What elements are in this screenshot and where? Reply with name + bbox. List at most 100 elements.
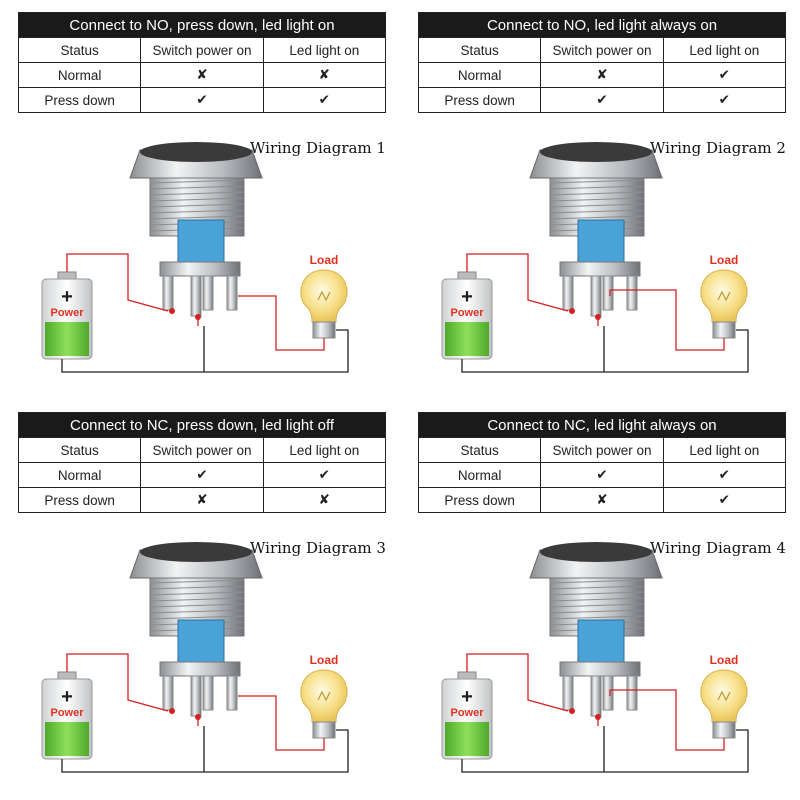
switch-button-cap	[540, 542, 652, 562]
battery-charge	[45, 722, 89, 756]
row-status: Press down	[417, 87, 542, 113]
panel-3: Connect to NC, press down, led light off…	[0, 400, 400, 800]
battery-label: Power	[50, 307, 84, 319]
thread-line	[149, 197, 245, 202]
bulb-filament	[317, 690, 331, 702]
wire-battery-positive	[66, 253, 169, 312]
push-button-switch	[129, 542, 263, 720]
col-led-header: Led light on	[662, 437, 787, 463]
status-table: Connect to NC, led light always on Statu…	[417, 412, 787, 513]
terminal-pin	[226, 675, 238, 711]
terminal-pin	[226, 275, 238, 311]
terminal-pin	[162, 275, 174, 311]
switch-button-cap	[140, 142, 252, 162]
led-mark: ✘	[262, 62, 387, 88]
terminal-pin	[190, 275, 202, 317]
wire-battery-positive	[466, 253, 569, 312]
wire-battery-negative	[461, 326, 605, 373]
terminal-pin	[202, 275, 214, 311]
terminal-pin	[562, 675, 574, 711]
battery-charge	[45, 322, 89, 356]
thread-line	[549, 579, 645, 584]
panel-1: Connect to NO, press down, led light on …	[0, 0, 400, 400]
bulb-base	[712, 321, 736, 339]
terminal-pin	[626, 275, 638, 311]
battery-label: Power	[450, 307, 484, 319]
thread-line	[149, 591, 245, 596]
status-table: Connect to NO, led light always on Statu…	[417, 12, 787, 113]
thread-line	[149, 603, 245, 608]
load-label: Load	[310, 653, 339, 667]
thread-line	[149, 615, 245, 620]
terminal-pin	[590, 275, 602, 317]
load-label: Load	[710, 253, 739, 267]
thread-line	[549, 209, 645, 214]
battery-charge	[445, 722, 489, 756]
switch-button-cap	[540, 142, 652, 162]
row-status: Normal	[17, 62, 142, 88]
thread-line	[149, 203, 245, 208]
wires	[461, 253, 749, 373]
battery-plus-sign: +	[61, 686, 73, 708]
wire-load-return	[204, 729, 349, 773]
thread-line	[149, 609, 245, 614]
wire-load-return	[204, 329, 349, 373]
thread-line	[549, 585, 645, 590]
load-label: Load	[310, 253, 339, 267]
wire-load-return	[604, 729, 749, 773]
bulb-filament	[717, 290, 731, 302]
wire-to-load	[238, 695, 325, 751]
row-status: Press down	[17, 487, 142, 513]
thread-line	[549, 615, 645, 620]
thread-line	[149, 215, 245, 220]
load-label: Load	[710, 653, 739, 667]
wire-to-load	[609, 689, 725, 751]
col-led-header: Led light on	[262, 437, 387, 463]
battery-label: Power	[50, 707, 84, 719]
led-mark: ✔	[662, 87, 787, 113]
thread-line	[549, 179, 645, 184]
thread-line	[549, 203, 645, 208]
wires	[461, 653, 749, 773]
power-mark: ✘	[140, 62, 264, 88]
wire-battery-negative	[61, 726, 205, 773]
battery-plus-sign: +	[461, 286, 473, 308]
panel-2: Connect to NO, led light always on Statu…	[400, 0, 800, 400]
bulb-filament	[317, 290, 331, 302]
bulb-base	[712, 721, 736, 739]
terminal-pin	[602, 275, 614, 311]
battery-plus-sign: +	[461, 686, 473, 708]
thread-line	[549, 191, 645, 196]
battery: +Power	[441, 271, 493, 360]
wire-to-load	[609, 289, 725, 351]
terminal-pin	[602, 675, 614, 711]
diagram-title: Wiring Diagram 2	[650, 139, 786, 157]
switch-button-cap	[140, 542, 252, 562]
thread-line	[549, 185, 645, 190]
wiring-diagram: +Power Load	[41, 142, 349, 373]
power-mark: ✘	[140, 487, 264, 513]
table-row: Normal ✔ ✔	[17, 462, 387, 488]
terminal-red-dot	[569, 708, 575, 714]
col-power-header: Switch power on	[540, 437, 664, 463]
terminal-pin	[202, 675, 214, 711]
terminal-red-dot	[569, 308, 575, 314]
bulb-base	[312, 721, 336, 739]
wire-to-load	[238, 295, 325, 351]
thread-line	[549, 603, 645, 608]
thread-line	[149, 209, 245, 214]
thread-line	[549, 591, 645, 596]
col-power-header: Switch power on	[540, 37, 664, 63]
thread-line	[149, 185, 245, 190]
power-mark: ✔	[140, 87, 264, 113]
push-button-switch	[129, 142, 263, 320]
terminal-pin	[626, 675, 638, 711]
col-power-header: Switch power on	[140, 37, 264, 63]
switch-bottom-ring	[559, 261, 641, 277]
battery-plus-sign: +	[61, 286, 73, 308]
terminal-pin	[562, 275, 574, 311]
terminal-pin	[162, 675, 174, 711]
battery: +Power	[41, 271, 93, 360]
power-mark: ✘	[540, 487, 664, 513]
